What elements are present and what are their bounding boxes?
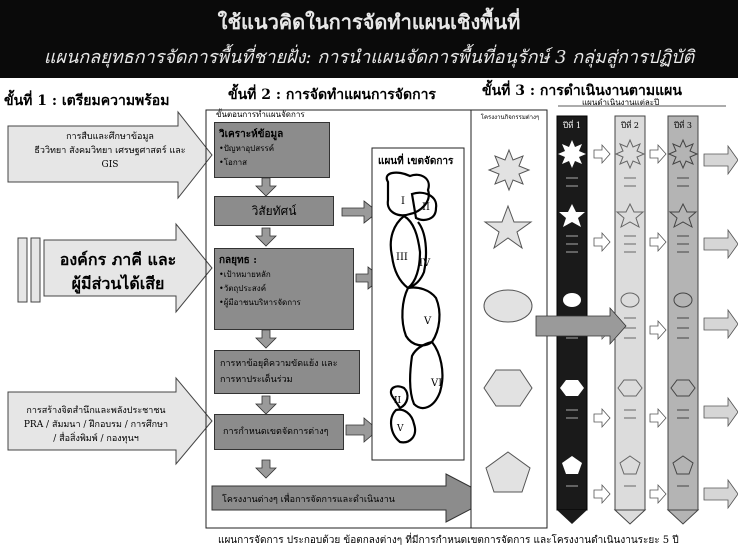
star-shape <box>483 204 533 250</box>
octagram-shape <box>487 148 531 192</box>
left-bar-a <box>17 237 28 303</box>
banner-subtitle: แผนกลยุทธการจัดการพื้นที่ชายฝั่ง: การนำแ… <box>43 47 695 68</box>
year1-column <box>556 115 588 511</box>
projects-arrow <box>211 473 494 523</box>
zoning-box: การกำหนดเขตจัดการต่างๆ <box>214 414 344 450</box>
year2-tip <box>613 509 647 525</box>
zone-label-8: V <box>397 424 404 434</box>
pentagon-shape <box>485 451 531 493</box>
strategy-box: กลยุทธ : •เป้าหมายหลัก •วัตถุประสงค์ •ผู… <box>214 248 354 330</box>
title-banner: ใช้แนวคิดในการจัดทำแผนเชิงพื้นที่ แผนกลย… <box>0 0 738 78</box>
down-arrow-4 <box>255 395 277 415</box>
hexagon-shape <box>483 369 533 407</box>
year3-column <box>667 115 699 511</box>
step2-subheading: ขั้นตอนการทำแผนจัดการ <box>216 110 305 119</box>
left-bar-b <box>30 237 41 303</box>
down-arrow-3 <box>255 329 277 349</box>
map-title: แผนที่ เขตจัดการ <box>378 156 454 167</box>
left-arrow-3 <box>7 376 213 466</box>
projects-column-label: โครงงานกิจกรรมต่างๆ <box>480 114 540 121</box>
zone-label-3: III <box>396 252 408 263</box>
projects-arrow-label: โครงงานต่างๆ เพื่อการจัดการและดำเนินงาน <box>222 495 395 505</box>
ellipse-shape <box>483 289 533 323</box>
step1-heading: ขั้นที่ 1 : เตรียมความพร้อม <box>4 93 170 109</box>
zone-label-4: IV <box>419 258 431 269</box>
map-arrow-2 <box>345 417 379 443</box>
zone-label-6: VI <box>431 378 443 389</box>
zone-label-2: II <box>422 202 430 213</box>
year3-tip <box>666 509 700 525</box>
banner-title: ใช้แนวคิดในการจัดทำแผนเชิงพื้นที่ <box>217 10 521 34</box>
left-box3-text: การสร้างจิตสำนึกและพลังประชาชน PRA / สัม… <box>23 406 169 444</box>
yearly-plan-label: แผนดำเนินงานแต่ละปี <box>582 98 660 107</box>
zone-label-7: II <box>394 396 402 406</box>
conflict-box: การหาข้อยุติความขัดแย้ง และ การหาประเด็น… <box>214 350 360 394</box>
zone-label-5: V <box>424 316 432 327</box>
analysis-box: วิเคราะห์ข้อมูล •ปัญหาอุปสรรค์ •โอกาส <box>214 122 330 178</box>
map-frame <box>371 147 465 461</box>
year1-tip <box>557 510 587 524</box>
down-arrow-5 <box>255 459 277 479</box>
year2-label: ปีที่ 2 <box>621 121 639 130</box>
footer-note: แผนการจัดการ ประกอบด้วย ข้อตกลงต่างๆ ที่… <box>218 535 679 546</box>
left-box1-text: การสืบและศึกษาข้อมูล ธีววิทยา สังคมวิทยา… <box>34 132 186 170</box>
into-step3-arrow <box>535 306 627 346</box>
year3-label: ปีที่ 3 <box>674 121 692 130</box>
down-arrow-2 <box>255 227 277 247</box>
down-arrow-1 <box>255 177 277 197</box>
left-arrow-1 <box>7 110 213 200</box>
year2-column <box>614 115 646 511</box>
map-zones <box>385 171 444 444</box>
zone-label-1: I <box>401 196 405 207</box>
map-arrow-1 <box>341 200 379 224</box>
step3-heading: ขั้นที่ 3 : การดำเนินงานตามแผน <box>482 83 682 99</box>
left-arrow-2 <box>43 222 213 314</box>
vision-box: วิสัยทัศน์ <box>214 196 334 226</box>
year1-label: ปีที่ 1 <box>563 121 581 130</box>
step2-heading: ขั้นที่ 2 : การจัดทำแผนการจัดการ <box>228 87 436 103</box>
left-box2-text: องค์กร ภาคี และ ผู้มีส่วนได้เสีย <box>59 250 177 293</box>
